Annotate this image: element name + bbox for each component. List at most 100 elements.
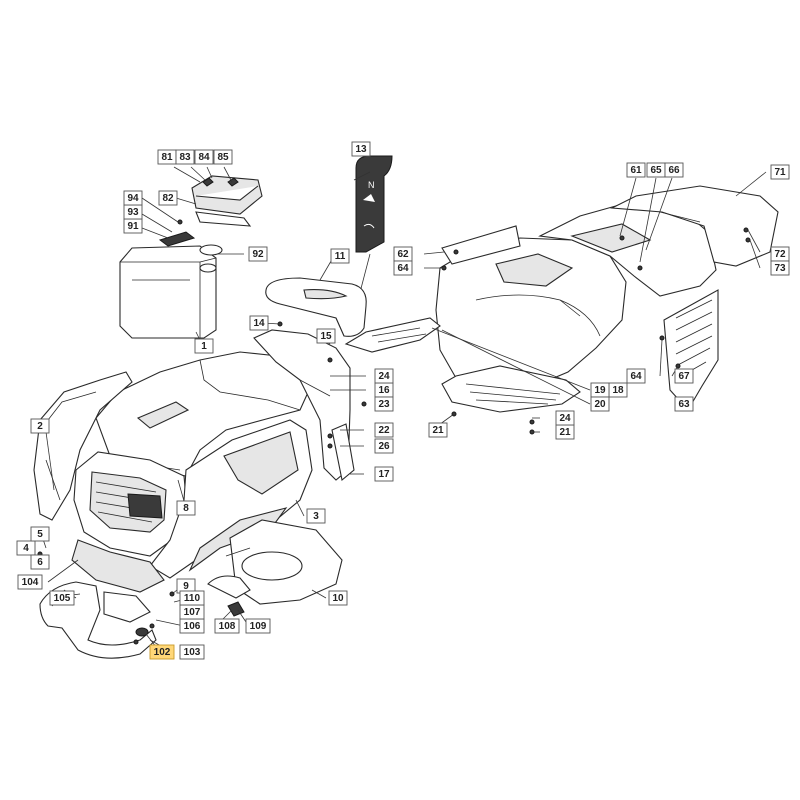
callout-number: 93: [127, 207, 139, 218]
rear-cowl-bracket: [441, 225, 521, 265]
callout-20: 20: [590, 396, 610, 412]
callout-number: 71: [774, 167, 786, 178]
callout-number: 10: [332, 593, 344, 604]
callout-66: 66: [664, 162, 684, 178]
callout-number: 67: [678, 371, 690, 382]
callout-number: 103: [184, 647, 201, 658]
callout-number: 26: [378, 441, 390, 452]
callout-18: 18: [608, 382, 628, 398]
callout-24a: 24: [374, 368, 394, 384]
callout-63: 63: [674, 396, 694, 412]
callout-4: 4: [16, 540, 36, 556]
fuel-cap-tube: [207, 575, 251, 617]
pivot-bracket: [103, 591, 151, 623]
callout-17: 17: [374, 466, 394, 482]
callout-23: 23: [374, 396, 394, 412]
callout-number: 24: [559, 413, 571, 424]
callout-15: 15: [316, 328, 336, 344]
callout-3: 3: [306, 508, 326, 524]
callout-2: 2: [30, 418, 50, 434]
steering-tower: [253, 329, 355, 482]
callout-81: 81: [157, 149, 177, 165]
callout-number: 1: [201, 341, 207, 352]
callout-number: 106: [184, 621, 201, 632]
callout-number: 13: [355, 144, 367, 155]
callout-number: 3: [313, 511, 319, 522]
callout-13: 13: [351, 141, 371, 157]
callout-number: 65: [650, 165, 662, 176]
svg-text:N: N: [368, 180, 375, 190]
callout-109: 109: [245, 618, 271, 634]
callout-83: 83: [175, 149, 195, 165]
callout-number: 61: [630, 165, 642, 176]
callout-92: 92: [248, 246, 268, 262]
callout-number: 109: [250, 621, 267, 632]
callout-number: 23: [378, 399, 390, 410]
callout-number: 64: [630, 371, 642, 382]
callout-number: 73: [774, 263, 786, 274]
callout-103: 103: [179, 644, 205, 660]
decal-strip: N: [352, 155, 393, 306]
callout-108: 108: [214, 618, 240, 634]
callout-62: 62: [393, 246, 413, 262]
callout-5: 5: [30, 526, 50, 542]
callout-72: 72: [770, 246, 790, 262]
callout-number: 110: [184, 593, 201, 604]
callout-number: 21: [432, 425, 444, 436]
callout-number: 82: [162, 193, 174, 204]
callout-number: 92: [252, 249, 264, 260]
rear-fender: [435, 237, 627, 395]
callout-21a: 21: [428, 422, 448, 438]
callout-number: 17: [378, 469, 390, 480]
callout-number: 11: [335, 251, 346, 262]
callout-107: 107: [179, 604, 205, 620]
callout-65: 65: [646, 162, 666, 178]
footrest-right: [441, 365, 581, 413]
callout-102: 102: [149, 644, 175, 660]
callout-number: 15: [320, 331, 332, 342]
callout-number: 19: [594, 385, 606, 396]
callout-14: 14: [249, 315, 269, 331]
callout-105: 105: [49, 590, 75, 606]
callout-8: 8: [176, 500, 196, 516]
callout-6: 6: [30, 554, 50, 570]
callout-21b: 21: [555, 424, 575, 440]
battery-clamp-assembly: [191, 175, 263, 227]
callout-104: 104: [17, 574, 43, 590]
callout-110: 110: [179, 590, 205, 606]
callout-71: 71: [770, 164, 790, 180]
callout-number: 6: [37, 557, 43, 568]
lower-bumper: [71, 539, 165, 593]
callout-number: 2: [37, 421, 43, 432]
callout-61: 61: [626, 162, 646, 178]
callout-number: 5: [37, 529, 43, 540]
callout-number: 16: [378, 385, 390, 396]
callout-number: 81: [161, 152, 173, 163]
rear-grille: [663, 289, 719, 411]
footrest-left: [344, 317, 441, 353]
callout-number: 94: [127, 193, 139, 204]
callout-number: 66: [668, 165, 680, 176]
callout-number: 4: [23, 543, 29, 554]
callout-number: 20: [594, 399, 606, 410]
callout-26: 26: [374, 438, 394, 454]
callout-16: 16: [374, 382, 394, 398]
callout-number: 72: [774, 249, 786, 260]
callout-94: 94: [123, 190, 143, 206]
leader-lines: [39, 166, 767, 653]
callout-1: 1: [194, 338, 214, 354]
callout-93: 93: [123, 204, 143, 220]
battery-box: [119, 231, 223, 339]
callout-11: 11: [330, 248, 350, 264]
callout-64b: 64: [626, 368, 646, 384]
callout-number: 84: [198, 152, 210, 163]
floor-pan: [225, 519, 343, 605]
callout-91: 91: [123, 218, 143, 234]
callout-number: 108: [219, 621, 236, 632]
callout-number: 91: [127, 221, 139, 232]
callout-number: 63: [678, 399, 690, 410]
callout-67: 67: [674, 368, 694, 384]
